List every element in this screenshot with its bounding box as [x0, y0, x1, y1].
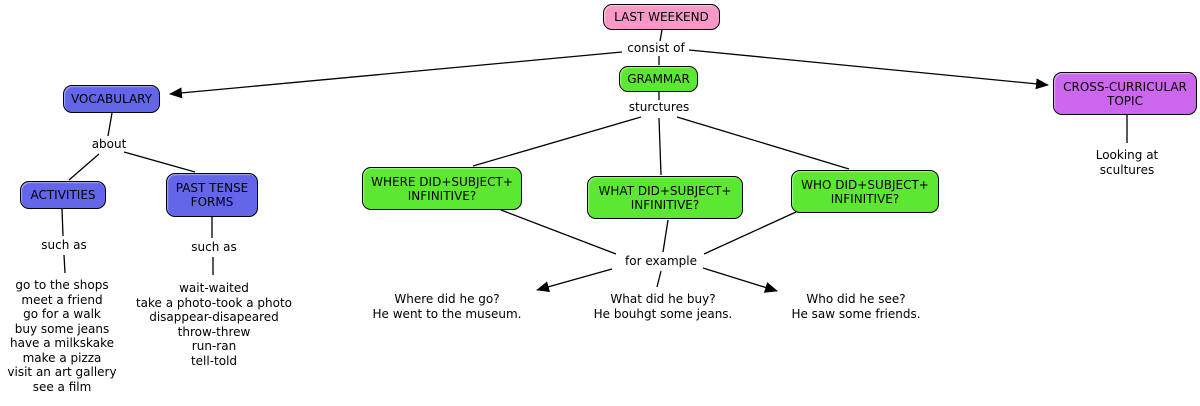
edge-lastweekend-consistof	[659, 29, 663, 42]
edge-sturctures-what	[658, 117, 662, 176]
node-vocabulary[interactable]: VOCABULARY	[63, 85, 160, 113]
node-grammar[interactable]: GRAMMAR	[619, 66, 698, 92]
edge-vocabulary-about	[107, 112, 113, 137]
node-where-did-question[interactable]: WHERE DID+SUBJECT+ INFINITIVE?	[362, 167, 522, 210]
leaf-past-tense-list[interactable]: wait-waited take a photo-took a photo di…	[135, 281, 293, 368]
edge-what-forexample	[662, 219, 669, 253]
leaf-example-what[interactable]: What did he buy? He bouhgt some jeans.	[593, 292, 733, 321]
edge-activities-suchas	[61, 208, 64, 237]
leaf-example-who[interactable]: Who did he see? He saw some friends.	[791, 292, 921, 321]
edge-who-forexample	[703, 211, 797, 255]
node-activities[interactable]: ACTIVITIES	[20, 181, 106, 209]
node-last-weekend[interactable]: LAST WEEKEND	[603, 4, 720, 30]
leaf-example-where[interactable]: Where did he go? He went to the museum.	[372, 292, 522, 321]
leaf-cross-curricular-topic[interactable]: Looking at scultures	[1095, 148, 1159, 177]
edge-forexample-whoexample	[702, 267, 778, 293]
edge-about-pasttense	[123, 151, 196, 173]
edge-forexample-wherexample	[536, 268, 613, 293]
node-who-did-question[interactable]: WHO DID+SUBJECT+ INFINITIVE?	[791, 170, 939, 213]
link-label-sturctures[interactable]: sturctures	[625, 101, 693, 114]
leaf-activities-list[interactable]: go to the shops meet a friend go for a w…	[7, 278, 117, 394]
link-label-about[interactable]: about	[88, 138, 130, 151]
edge-about-activities	[68, 153, 100, 181]
edge-consistof-crosscurricular	[688, 49, 1049, 90]
link-label-such-as-activities[interactable]: such as	[38, 239, 90, 252]
link-label-consist-of[interactable]: consist of	[624, 42, 688, 55]
link-label-such-as-past-tense[interactable]: such as	[188, 241, 240, 254]
node-cross-curricular-topic[interactable]: CROSS-CURRICULAR TOPIC	[1053, 72, 1197, 115]
edge-suchas-activitieslist	[63, 254, 66, 274]
edge-consistof-vocabulary	[169, 51, 623, 99]
edge-forexample-whatexample	[656, 270, 662, 288]
edge-sturctures-who	[676, 116, 850, 170]
edge-where-forexample	[500, 209, 617, 255]
node-what-did-question[interactable]: WHAT DID+SUBJECT+ INFINITIVE?	[587, 176, 743, 219]
edge-sturctures-where	[472, 116, 642, 167]
node-past-tense-forms[interactable]: PAST TENSE FORMS	[166, 173, 258, 217]
link-label-for-example[interactable]: for example	[622, 255, 700, 268]
